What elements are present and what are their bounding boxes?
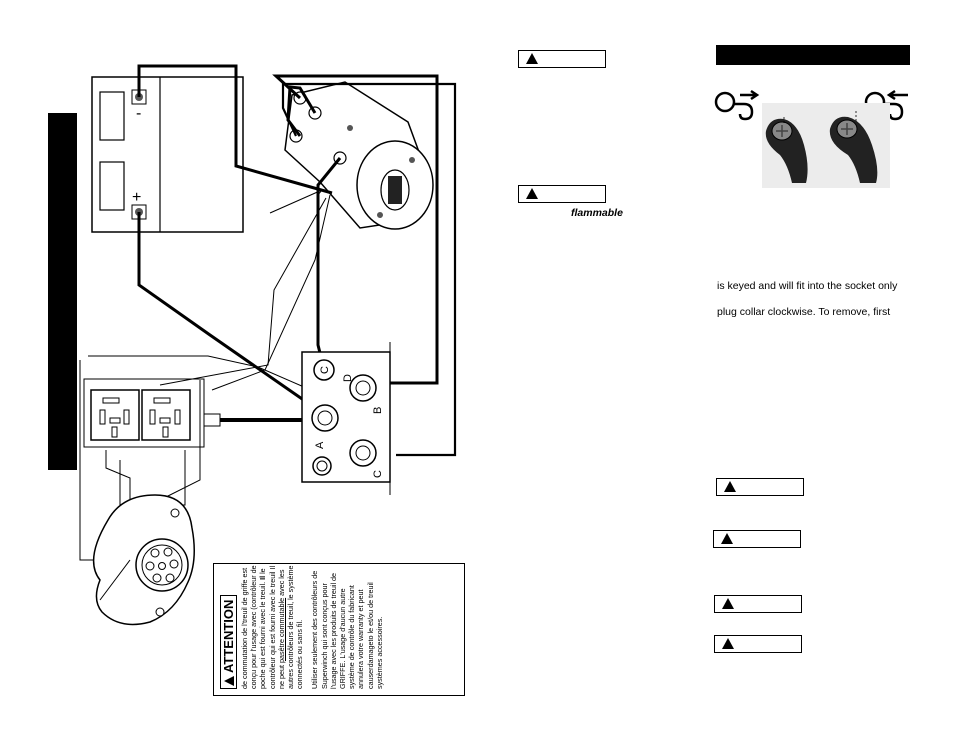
- warning-triangle-icon: [224, 676, 234, 686]
- attention-paragraph-1: de commutation de l'treuil de griffe est…: [240, 565, 305, 689]
- heavy-cables: [137, 64, 457, 457]
- attention-box: ATTENTION de commutation de l'treuil de …: [213, 563, 465, 696]
- terminal-a-label: A: [314, 441, 326, 449]
- section-side-bar: [48, 113, 77, 470]
- warning-triangle-icon: [526, 188, 538, 199]
- battery-negative-label: -: [136, 105, 141, 122]
- wire-out-hook-icon: [714, 89, 760, 121]
- warning-box-mid-1: [518, 50, 606, 68]
- attention-title: ATTENTION: [220, 594, 237, 689]
- attention-paragraph-2: Utiliser seulement des contrôleurs de Su…: [310, 570, 384, 689]
- warning-triangle-icon: [526, 53, 538, 64]
- control-socket: [92, 494, 195, 626]
- warning-triangle-icon: [721, 533, 733, 544]
- terminal-b-label: B: [372, 407, 384, 414]
- warning-box-right-1: [716, 478, 804, 496]
- relay-right: [141, 389, 191, 441]
- warning-box-mid-2: [518, 185, 606, 203]
- relay-housing: [83, 378, 205, 448]
- instruction-line-1: is keyed and will fit into the socket on…: [717, 280, 898, 292]
- warning-triangle-icon: [722, 638, 734, 649]
- winch-motor: [284, 81, 434, 230]
- remote-controller-icon: [765, 117, 808, 183]
- attention-rotated-content: ATTENTION de commutation de l'treuil de …: [220, 565, 460, 689]
- terminal-c-top-label: C: [319, 366, 331, 374]
- warning-triangle-icon: [724, 481, 736, 492]
- warning-box-right-3: [714, 595, 802, 613]
- warning-triangle-icon: [722, 598, 734, 609]
- battery: - +: [91, 76, 244, 233]
- remote-controller-photo: [762, 103, 890, 188]
- instruction-line-2: plug collar clockwise. To remove, first: [717, 306, 891, 318]
- flammable-text: flammable: [571, 207, 623, 219]
- terminal-c-bottom-label: C: [372, 470, 384, 478]
- section-header-bar: [716, 45, 910, 65]
- cable-clamp: [203, 413, 221, 427]
- warning-box-right-4: [714, 635, 802, 653]
- thin-wires: [79, 187, 331, 561]
- terminal-d-label: D: [342, 374, 354, 382]
- remote-controller-icon: [829, 111, 878, 183]
- solenoid-block: C D B A C: [301, 342, 391, 495]
- battery-positive-label: +: [132, 189, 141, 206]
- warning-box-right-2: [713, 530, 801, 548]
- relay-left: [90, 389, 140, 441]
